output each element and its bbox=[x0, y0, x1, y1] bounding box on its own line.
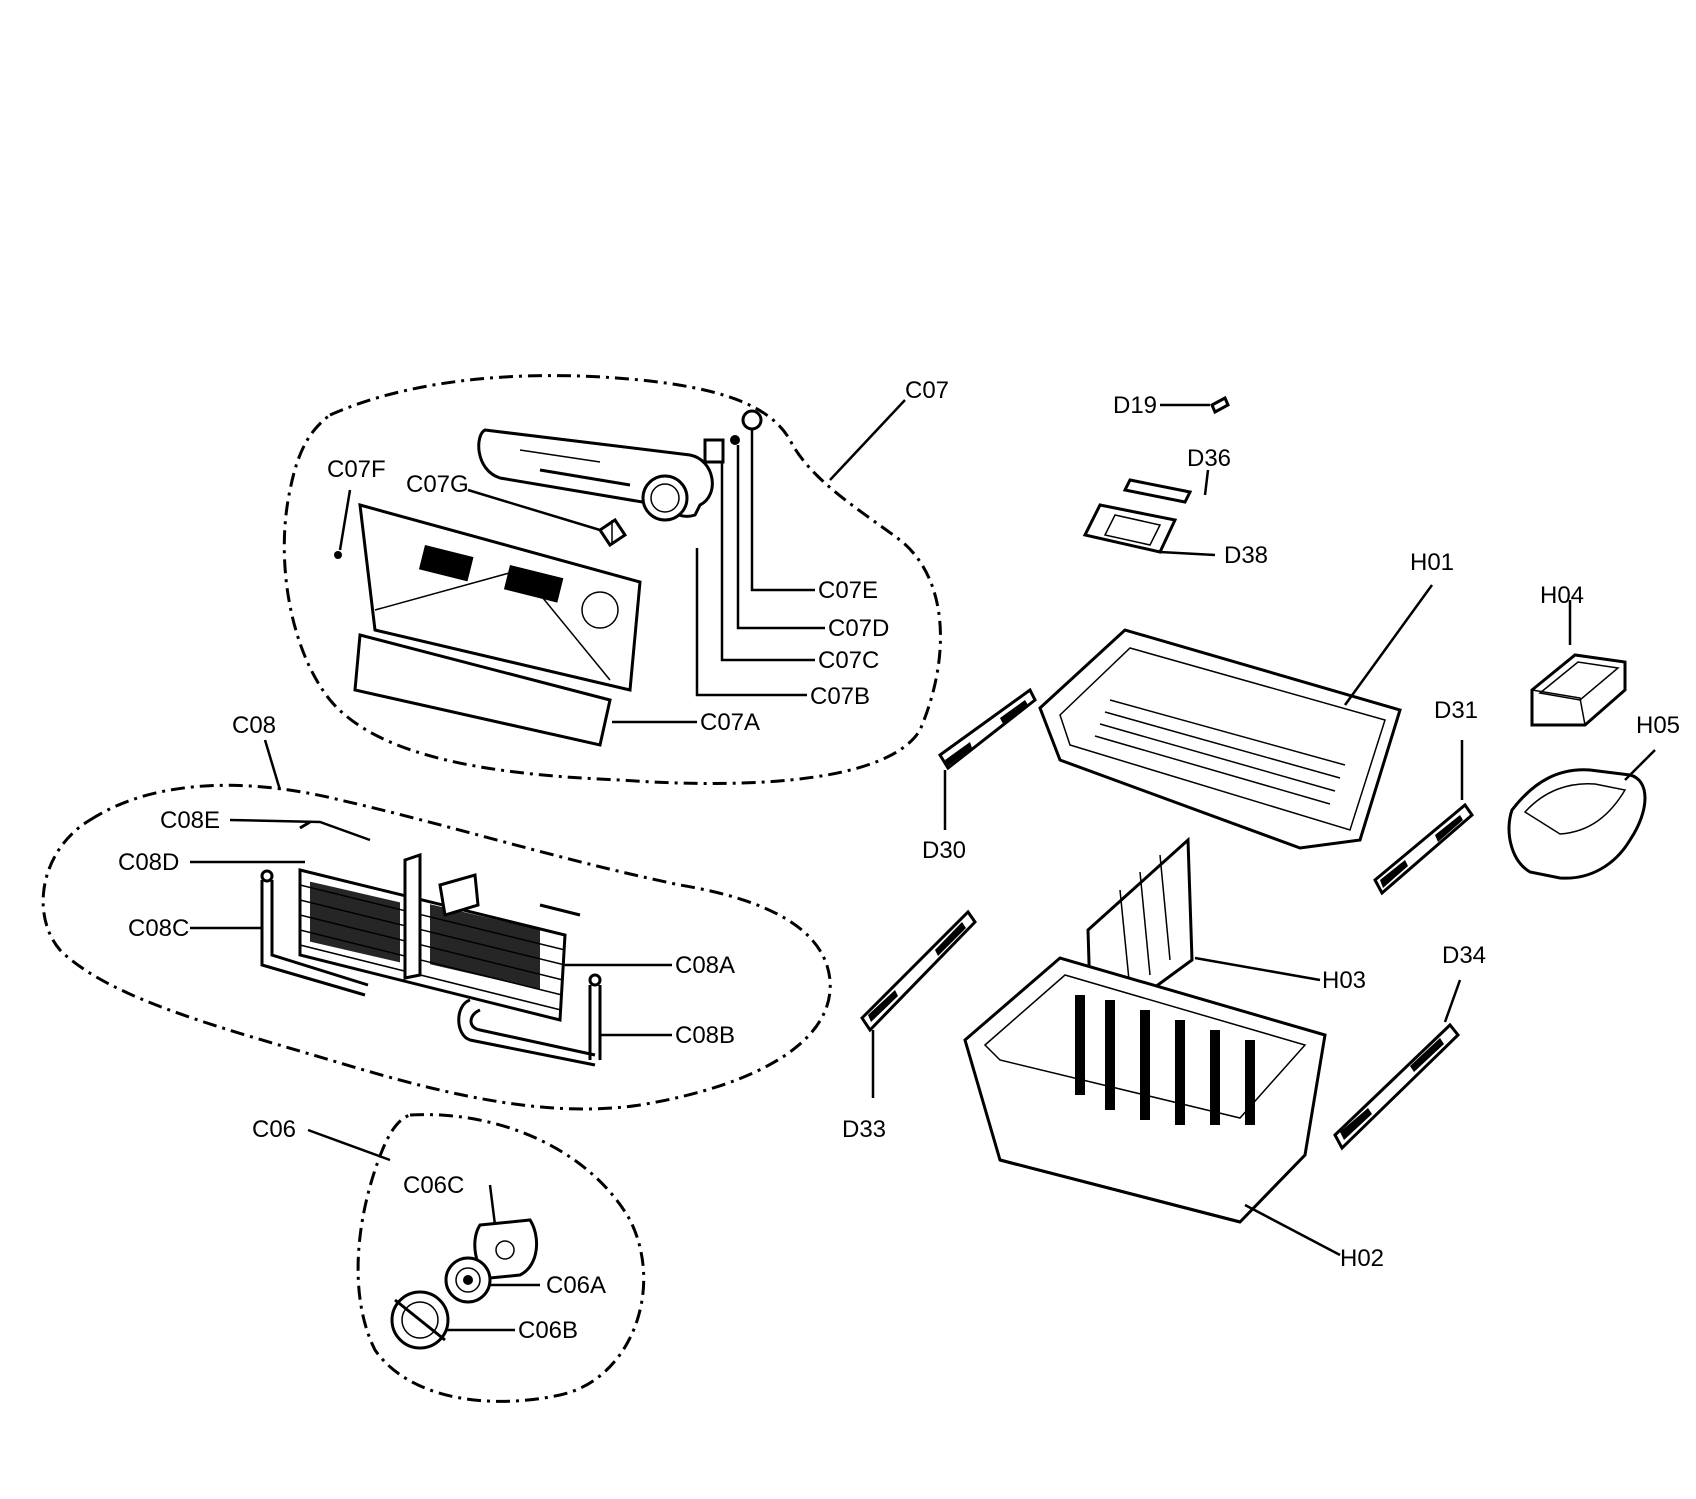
label-H02: H02 bbox=[1340, 1245, 1384, 1272]
part-h01-drawer: H01 bbox=[1038, 549, 1454, 850]
part-h02-drawer: H02 bbox=[963, 956, 1384, 1272]
part-c07-fan-bracket bbox=[477, 409, 763, 522]
label-C07B: C07B bbox=[810, 683, 870, 710]
label-D38: D38 bbox=[1224, 542, 1268, 569]
label-C08A: C08A bbox=[675, 952, 735, 979]
label-H04: H04 bbox=[1540, 582, 1584, 609]
c07-callouts: C07 C07F C07G C07E C07D C07C C07B C07A bbox=[327, 377, 949, 736]
label-C07G: C07G bbox=[406, 471, 469, 498]
group-c07-outline bbox=[282, 374, 942, 785]
part-d19-screw: D19 bbox=[1113, 392, 1230, 419]
label-C08C: C08C bbox=[128, 915, 189, 942]
part-c08a-evaporator bbox=[298, 820, 581, 1022]
label-D19: D19 bbox=[1113, 392, 1157, 419]
part-c08b-heater-pipe-right bbox=[457, 973, 602, 1067]
label-D31: D31 bbox=[1434, 697, 1478, 724]
part-d33-rail: D33 bbox=[842, 909, 977, 1143]
label-D33: D33 bbox=[842, 1116, 886, 1143]
label-C08B: C08B bbox=[675, 1022, 735, 1049]
label-C08E: C08E bbox=[160, 807, 220, 834]
label-D30: D30 bbox=[922, 837, 966, 864]
part-c06a-fan-ring bbox=[444, 1256, 492, 1304]
label-C06: C06 bbox=[252, 1116, 296, 1143]
part-d36-cover: D36 bbox=[1122, 445, 1231, 504]
part-d38-damper: D38 bbox=[1082, 503, 1268, 569]
label-C07F: C07F bbox=[327, 456, 386, 483]
label-C08D: C08D bbox=[118, 849, 179, 876]
c08-callouts: C08 C08E C08D C08C C08A C08B bbox=[118, 712, 735, 1049]
label-H05: H05 bbox=[1636, 712, 1680, 739]
part-c06c-fan-shroud bbox=[473, 1218, 539, 1280]
part-c08c-heater-pipe-left bbox=[260, 869, 369, 997]
part-d31-rail: D31 bbox=[1373, 697, 1478, 896]
label-C06A: C06A bbox=[546, 1272, 606, 1299]
part-c07a-evaporator-cover bbox=[334, 502, 642, 747]
part-d30-rail: D30 bbox=[922, 687, 1037, 864]
part-c07-fan-blade bbox=[597, 517, 628, 548]
part-d34-rail: D34 bbox=[1333, 942, 1486, 1151]
part-h05-tray: H05 bbox=[1507, 712, 1680, 880]
part-h04-bin: H04 bbox=[1530, 582, 1627, 727]
label-C07A: C07A bbox=[700, 709, 760, 736]
group-c08-outline bbox=[41, 783, 832, 1111]
label-C06B: C06B bbox=[518, 1317, 578, 1344]
label-D36: D36 bbox=[1187, 445, 1231, 472]
label-D34: D34 bbox=[1442, 942, 1486, 969]
label-C08: C08 bbox=[232, 712, 276, 739]
label-C07: C07 bbox=[905, 377, 949, 404]
c06-callouts: C06 C06C C06A C06B bbox=[252, 1116, 606, 1344]
label-C07E: C07E bbox=[818, 577, 878, 604]
part-c06b-fan-motor bbox=[390, 1290, 450, 1350]
label-C07D: C07D bbox=[828, 615, 889, 642]
label-H01: H01 bbox=[1410, 549, 1454, 576]
label-H03: H03 bbox=[1322, 967, 1366, 994]
label-C06C: C06C bbox=[403, 1172, 464, 1199]
label-C07C: C07C bbox=[818, 647, 879, 674]
